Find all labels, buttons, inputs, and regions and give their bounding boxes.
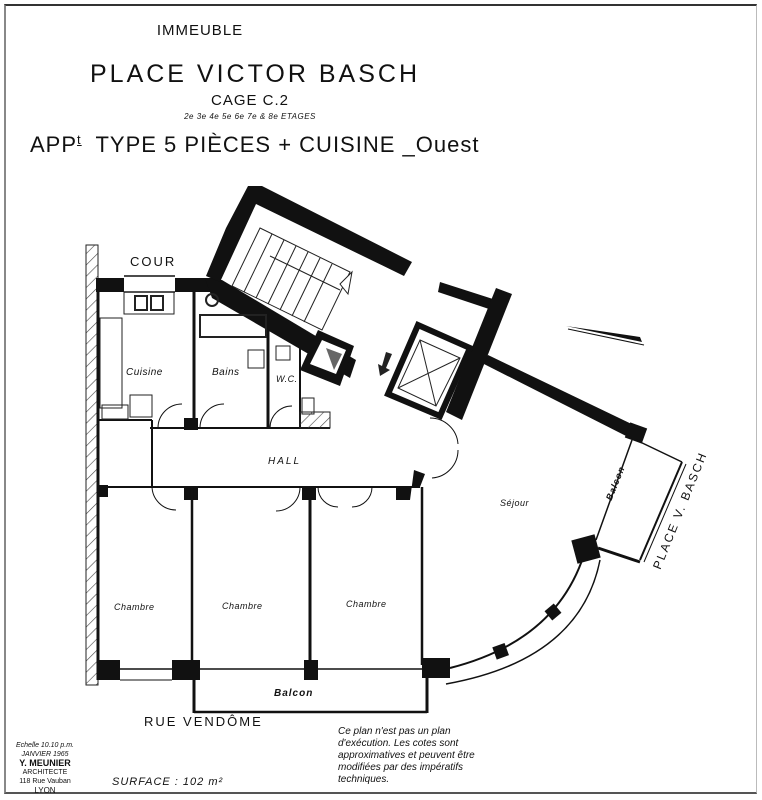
date-line: JANVIER 1965 [21, 751, 69, 758]
bedroom-1-label: Chambre [114, 602, 155, 612]
sheet-border [4, 4, 757, 794]
bathroom-label: Bains [212, 367, 240, 378]
stair-cage-label: CAGE C.2 [210, 92, 290, 109]
apartment-type-title: APPt TYPE 5 PIÈCES + CUISINE _Ouest [30, 132, 479, 158]
hall-label: HALL [268, 456, 302, 467]
disclaimer-note: Ce plan n'est pas un plan d'exécution. L… [338, 726, 475, 785]
walls [96, 186, 687, 714]
kitchen-label: Cuisine [126, 367, 163, 378]
apartment-sup: t [77, 132, 82, 147]
north-arrow-icon [566, 326, 645, 346]
bedroom-3-label: Chambre [346, 599, 387, 609]
wc-label: W.C. [276, 374, 298, 384]
architect-name: Y. MEUNIER [19, 758, 71, 768]
building-label: IMMEUBLE [156, 22, 244, 39]
staircase-icon [231, 227, 353, 331]
bath-fixtures [199, 293, 331, 429]
floors-label: 2e 3e 4e 5e 6e 7e & 8e ETAGES [184, 112, 316, 121]
balcony-south-label: Balcon [274, 688, 314, 699]
bedroom-2-label: Chambre [222, 601, 263, 611]
architect-city: LYON [34, 786, 56, 795]
architect-address: 118 Rue Vauban [19, 778, 71, 785]
entrance-arrow-icon [378, 352, 392, 376]
living-room-label: Séjour [500, 498, 530, 508]
architect-title: ARCHITECTE [22, 769, 68, 776]
apartment-type: TYPE 5 PIÈCES + CUISINE _Ouest [95, 132, 480, 157]
apartment-prefix: APP [30, 132, 78, 157]
party-wall-hatched [85, 244, 99, 686]
doors [151, 403, 459, 512]
elevator-icon [397, 339, 461, 407]
street-south-label: RUE VENDÔME [144, 714, 263, 729]
building-name: PLACE VICTOR BASCH [90, 60, 421, 88]
kitchen-fixtures [99, 291, 175, 420]
surface-label: SURFACE : 102 m² [112, 776, 224, 788]
architect-credit: Echelle 10.10 p.m. JANVIER 1965 Y. MEUNI… [10, 741, 80, 795]
courtyard-label: COUR [130, 254, 177, 269]
scale-line: Echelle 10.10 p.m. [16, 742, 74, 749]
